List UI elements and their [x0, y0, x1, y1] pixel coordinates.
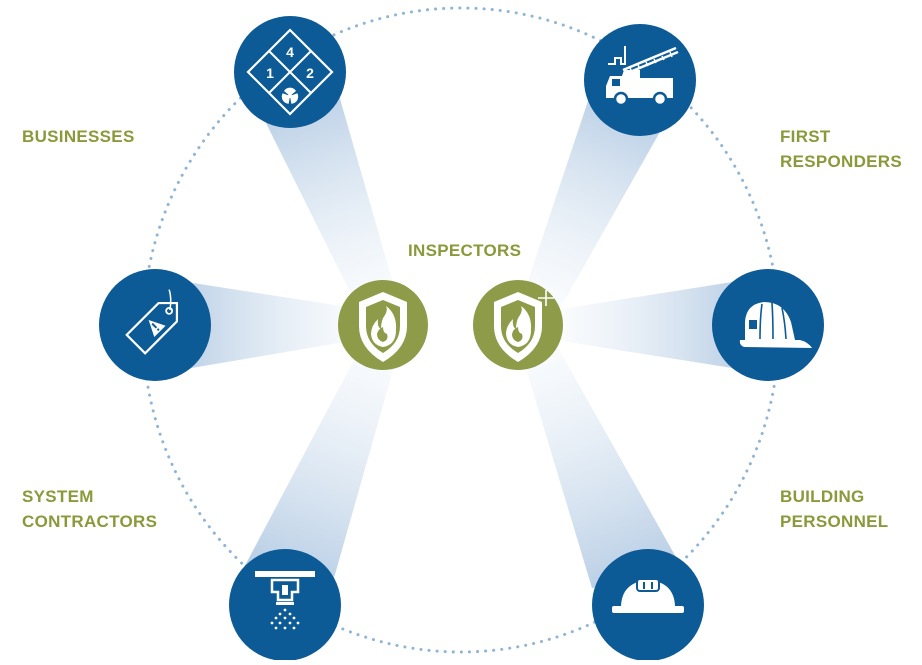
label-building-personnel-line2: PERSONNEL	[780, 512, 889, 531]
hard-hat-icon	[612, 578, 684, 613]
label-first-responders-line1: FIRST	[780, 127, 831, 146]
beam-firefighter	[542, 276, 770, 374]
label-inspectors: INSPECTORS	[408, 238, 521, 263]
label-system-contractors-line1: SYSTEM	[22, 487, 94, 506]
sprinkler-head-icon	[255, 571, 315, 630]
beam-building-personnel	[518, 330, 686, 588]
flame-shield-icon	[359, 292, 407, 362]
system-contractors-node[interactable]	[229, 549, 341, 661]
inspection-tag-icon	[125, 289, 179, 355]
label-businesses-text: BUSINESSES	[22, 127, 135, 146]
hazard-health-number: 1	[266, 65, 274, 81]
label-first-responders: FIRST RESPONDERS	[780, 124, 902, 174]
beam-inspection-tag	[148, 276, 380, 373]
hazard-diamond-icon: 1 4 2	[246, 28, 334, 116]
connection-beams	[148, 57, 770, 592]
firefighter-helmet-icon	[739, 302, 812, 348]
beam-system-contractors	[240, 326, 403, 592]
flame-shield-plus-icon	[494, 290, 554, 362]
radiation-symbol-icon	[281, 87, 299, 104]
inspectors-node-left[interactable]	[338, 280, 428, 370]
hazard-flammability-number: 4	[286, 44, 294, 60]
hazard-reactivity-number: 2	[306, 65, 314, 81]
label-businesses: BUSINESSES	[22, 124, 135, 149]
label-first-responders-line2: RESPONDERS	[780, 152, 903, 171]
building-personnel-node[interactable]	[592, 549, 704, 661]
label-building-personnel-line1: BUILDING	[780, 487, 865, 506]
fire-truck-icon	[606, 46, 679, 107]
label-building-personnel: BUILDING PERSONNEL	[780, 484, 889, 534]
inspection-tag-node[interactable]	[99, 269, 211, 381]
label-inspectors-text: INSPECTORS	[408, 241, 522, 260]
first-responders-node[interactable]	[584, 24, 696, 136]
inspectors-node-right[interactable]	[473, 280, 563, 370]
label-system-contractors-line2: CONTRACTORS	[22, 512, 158, 531]
firefighter-helmet-node[interactable]	[712, 269, 824, 381]
businesses-node[interactable]: 1 4 2	[234, 16, 346, 128]
label-system-contractors: SYSTEM CONTRACTORS	[22, 484, 157, 534]
